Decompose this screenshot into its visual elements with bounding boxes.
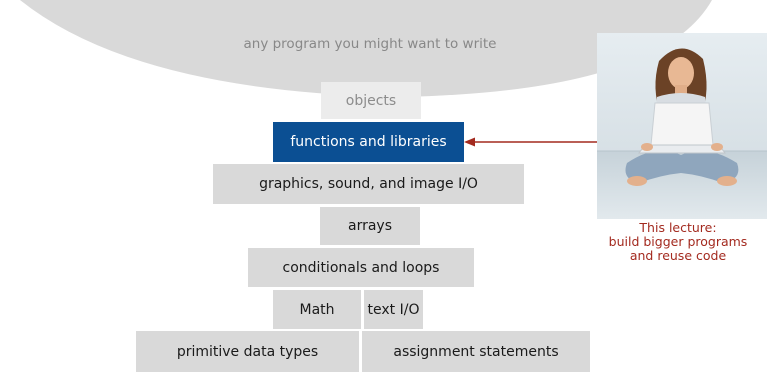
layer-graphics-sound-image-io: graphics, sound, and image I/O: [213, 164, 524, 204]
lecture-callout: This lecture: build bigger programs and …: [588, 221, 768, 263]
callout-line-3: and reuse code: [629, 248, 727, 263]
layer-conditionals-and-loops: conditionals and loops: [248, 248, 474, 287]
layer-assignment-statements: assignment statements: [362, 331, 590, 372]
program-bowl: [20, 0, 712, 97]
woman-with-laptop-photo: [597, 33, 767, 219]
pointer-arrow-icon: [464, 137, 599, 147]
callout-line-1: This lecture:: [639, 220, 717, 235]
bowl-label: any program you might want to write: [243, 36, 497, 52]
layer-arrays: arrays: [320, 207, 420, 245]
layer-functions-and-libraries: functions and libraries: [273, 122, 464, 162]
layer-objects: objects: [321, 82, 421, 119]
layer-math: Math: [273, 290, 361, 329]
layer-primitive-data-types: primitive data types: [136, 331, 359, 372]
callout-line-2: build bigger programs: [608, 234, 748, 249]
layer-text-io: text I/O: [364, 290, 423, 329]
